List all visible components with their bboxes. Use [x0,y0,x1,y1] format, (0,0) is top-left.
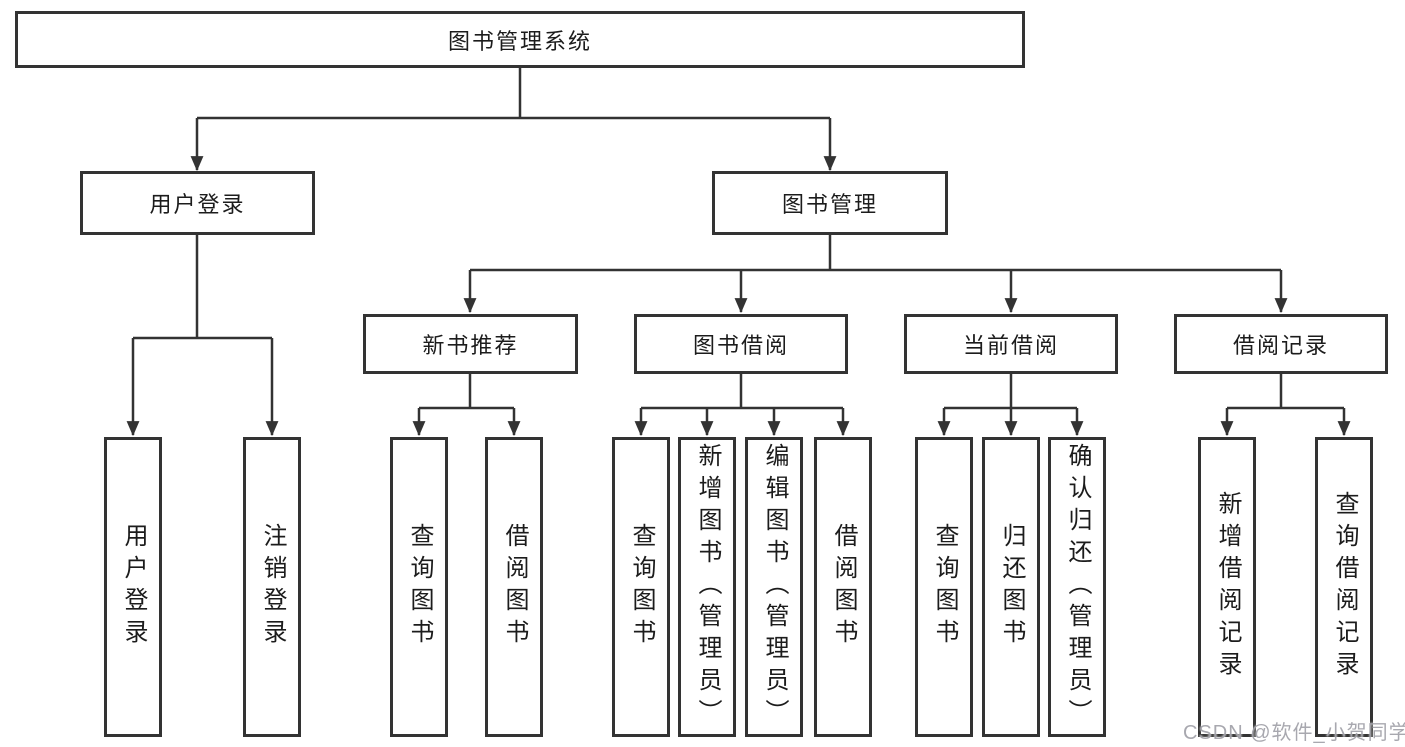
node-label: 归还图书 [998,523,1025,651]
leaf-edit-books-admin: 编辑图书（管理员） [745,437,803,737]
node-label: 查询图书 [628,523,655,651]
node-label: 借阅图书 [501,523,528,651]
connector-root-level2 [197,68,830,120]
node-label: 借阅图书 [830,523,857,651]
node-label: 查询图书 [406,523,433,651]
leaf-borrow-query-books: 查询图书 [612,437,670,737]
node-label: 用户登录 [149,192,246,217]
leaf-add-borrow-record: 新增借阅记录 [1198,437,1256,737]
node-label: 图书借阅 [692,333,789,358]
csdn-watermark: CSDN @软件_小贺同学 [1183,722,1405,744]
node-label: 当前借阅 [962,333,1059,358]
node-current-borrow: 当前借阅 [904,314,1118,374]
node-book-management: 图书管理 [712,171,948,235]
node-label: 注销登录 [259,523,286,651]
connector-records-leaves [1227,374,1344,410]
node-library-system-root: 图书管理系统 [15,11,1025,68]
leaf-logout: 注销登录 [243,437,301,737]
leaf-query-borrow-record: 查询借阅记录 [1315,437,1373,737]
leaf-user-login: 用户登录 [104,437,162,737]
node-label: 新书推荐 [422,333,519,358]
node-label: 借阅记录 [1232,333,1329,358]
node-book-borrow: 图书借阅 [634,314,848,374]
node-label: 查询图书 [931,523,958,651]
node-label: 查询借阅记录 [1331,491,1358,683]
connector-current-leaves [944,374,1077,410]
leaf-borrow-books: 借阅图书 [814,437,872,737]
node-user-login: 用户登录 [80,171,315,235]
node-label: 图书管理 [781,192,878,217]
node-label: 确认归还（管理员） [1064,443,1091,731]
leaf-confirm-return-admin: 确认归还（管理员） [1048,437,1106,737]
node-label: 编辑图书（管理员） [761,443,788,731]
leaf-return-books: 归还图书 [982,437,1040,737]
connector-user-leaves [133,235,272,340]
connector-borrow-leaves [641,374,843,410]
leaf-current-query-books: 查询图书 [915,437,973,737]
node-new-book-recommend: 新书推荐 [363,314,578,374]
leaf-recommend-query-books: 查询图书 [390,437,448,737]
node-label: 图书管理系统 [447,28,592,54]
node-label: 用户登录 [120,523,147,651]
connector-recommend-leaves [419,374,514,410]
connector-mgmt-level3 [470,235,1281,272]
leaf-add-books-admin: 新增图书（管理员） [678,437,736,737]
node-label: 新增图书（管理员） [694,443,721,731]
leaf-recommend-borrow-books: 借阅图书 [485,437,543,737]
node-borrow-records: 借阅记录 [1174,314,1388,374]
node-label: 新增借阅记录 [1214,491,1241,683]
